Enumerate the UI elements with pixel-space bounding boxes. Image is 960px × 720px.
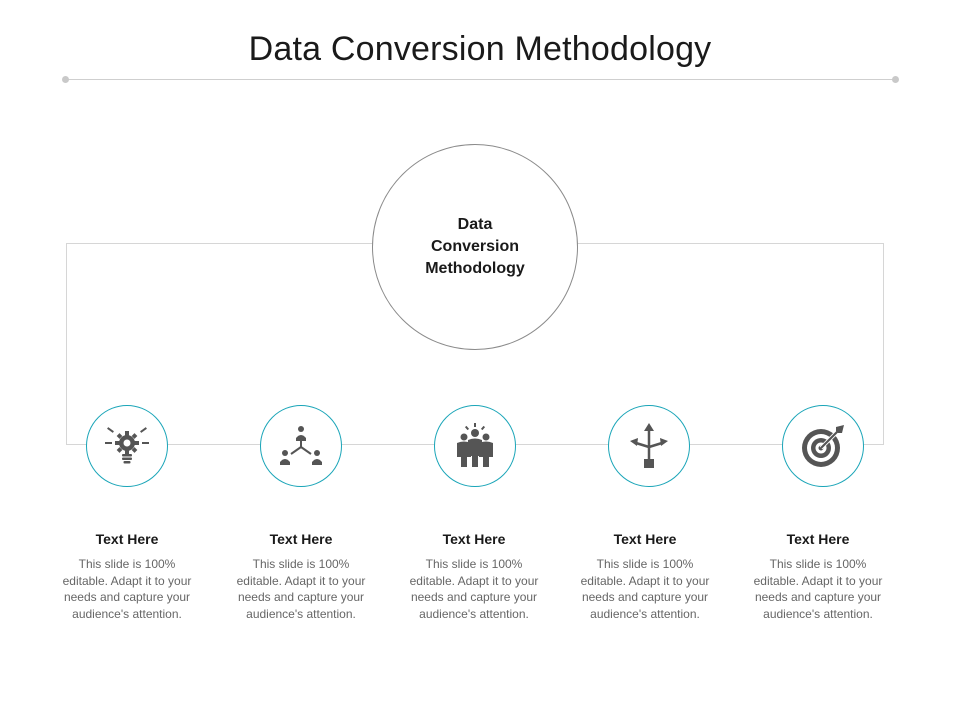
hub-label: Data Conversion Methodology <box>425 216 525 277</box>
central-hub-circle: Data Conversion Methodology <box>372 144 578 350</box>
item-text-2: This slide is 100% editable. Adapt it to… <box>236 557 366 621</box>
network-people-icon <box>280 426 322 465</box>
item-title-2: Text Here <box>269 531 333 547</box>
item-text-4: This slide is 100% editable. Adapt it to… <box>580 557 710 621</box>
team-idea-icon <box>457 423 493 467</box>
item-title-1: Text Here <box>95 531 159 547</box>
node-circle-5 <box>782 405 864 487</box>
node-circle-3 <box>434 405 516 487</box>
item-text-3: This slide is 100% editable. Adapt it to… <box>409 557 539 621</box>
item-title-3: Text Here <box>442 531 506 547</box>
divider-dot-left <box>62 76 69 83</box>
target-arrow-icon <box>802 425 844 467</box>
title-divider <box>66 79 896 80</box>
divider-dot-right <box>892 76 899 83</box>
item-text-5: This slide is 100% editable. Adapt it to… <box>753 557 883 621</box>
node-circle-2 <box>260 405 342 487</box>
item-text-1: This slide is 100% editable. Adapt it to… <box>62 557 192 621</box>
slide-title: Data Conversion Methodology <box>248 30 712 68</box>
node-circle-1 <box>86 405 168 487</box>
split-arrows-icon <box>630 423 668 468</box>
node-circle-4 <box>608 405 690 487</box>
item-title-5: Text Here <box>786 531 850 547</box>
lightbulb-gear-icon <box>105 427 149 464</box>
item-title-4: Text Here <box>613 531 677 547</box>
